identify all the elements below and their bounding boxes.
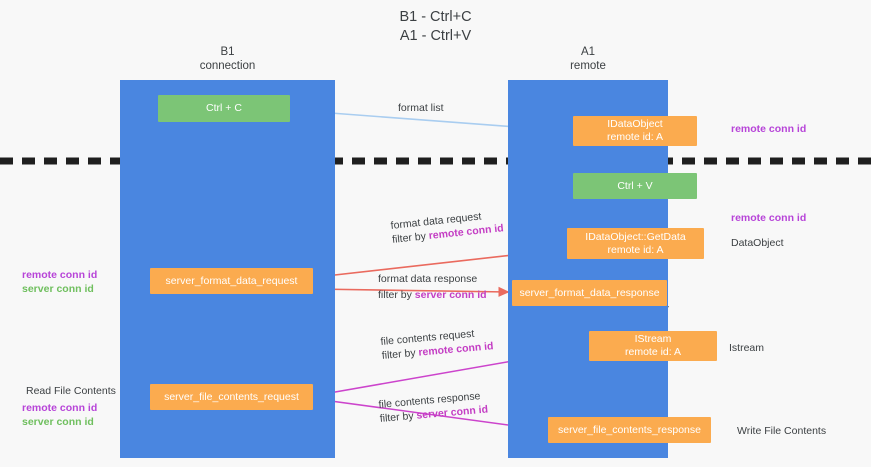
lane-header-b1-name: B1 xyxy=(220,46,235,58)
node-ctrl-c[interactable]: Ctrl + C xyxy=(158,95,290,122)
title-line-1: B1 - Ctrl+C xyxy=(399,9,472,25)
annotation-left-server-conn-id-low: server conn id xyxy=(22,416,94,428)
node-idataobject-line1: IDataObject xyxy=(607,118,663,130)
annotation-left-remote-conn-id-mid: remote conn id xyxy=(22,269,98,281)
node-istream-line2: remote id: A xyxy=(624,346,682,358)
annotation-left-conn-ids-mid: remote conn id server conn id xyxy=(22,268,97,296)
edge-label-format-list: format list xyxy=(398,101,444,115)
node-istream[interactable]: IStream remote id: A xyxy=(589,331,717,361)
annotation-istream: Istream xyxy=(729,342,765,354)
node-idataobject[interactable]: IDataObject remote id: A xyxy=(573,116,697,146)
page-title: B1 - Ctrl+C A1 - Ctrl+V xyxy=(0,8,871,46)
edge-label-fcreq-filter-prefix: filter by xyxy=(381,346,419,362)
node-sfcresp-label: server_file_contents_response xyxy=(557,423,701,436)
lane-header-a1: A1 remote xyxy=(508,45,668,73)
annotation-dataobject: DataObject xyxy=(731,237,784,249)
node-server-file-contents-request[interactable]: server_file_contents_request xyxy=(150,384,313,410)
edge-label-fdresp-filter-prefix: filter by xyxy=(378,289,415,301)
edge-label-format-data-response: format data response filter by server co… xyxy=(378,272,487,302)
lane-header-b1: B1 connection xyxy=(120,45,335,73)
node-ctrl-v-label: Ctrl + V xyxy=(617,179,653,192)
lane-header-a1-name: A1 xyxy=(580,46,596,58)
annotation-read-file-contents: Read File Contents xyxy=(26,385,116,397)
node-getdata-line2: remote id: A xyxy=(607,243,664,256)
annotation-left-remote-conn-id-low: remote conn id xyxy=(22,402,98,414)
node-sfdresp-label: server_format_data_response xyxy=(519,286,660,299)
annotation-left-server-conn-id-mid: server conn id xyxy=(22,283,94,295)
edge-label-fcresp-filter-prefix: filter by xyxy=(379,409,417,425)
edge-label-fdresp-filter: filter by server conn id xyxy=(378,288,487,302)
node-idataobject-getdata[interactable]: IDataObject::GetData remote id: A xyxy=(567,228,704,259)
lane-header-b1-role: connection xyxy=(199,60,256,72)
node-sfcreq-label: server_file_contents_request xyxy=(164,390,299,403)
lane-header-a1-role: remote xyxy=(570,60,606,72)
node-server-format-data-request[interactable]: server_format_data_request xyxy=(150,268,313,294)
node-getdata-line1: IDataObject::GetData xyxy=(585,230,686,243)
node-istream-line1: IStream xyxy=(634,333,672,345)
node-server-format-data-response[interactable]: server_format_data_response xyxy=(512,280,667,306)
node-ctrl-v[interactable]: Ctrl + V xyxy=(573,173,697,199)
edge-label-fdresp-filter-value: server conn id xyxy=(414,289,487,301)
title-line-2: A1 - Ctrl+V xyxy=(399,28,472,44)
node-idataobject-line2: remote id: A xyxy=(606,131,664,143)
node-ctrl-c-label: Ctrl + C xyxy=(206,102,242,114)
edge-label-format-list-text: format list xyxy=(398,102,444,114)
edge-label-fdreq-filter-prefix: filter by xyxy=(391,230,430,246)
edge-label-fdresp-text: format data response xyxy=(378,273,478,285)
annotation-remote-conn-id-mid: remote conn id xyxy=(731,212,807,224)
node-server-file-contents-response[interactable]: server_file_contents_response xyxy=(548,417,711,443)
annotation-write-file-contents: Write File Contents xyxy=(737,425,827,437)
annotation-left-conn-ids-low: remote conn id server conn id xyxy=(22,401,97,429)
node-sfdreq-label: server_format_data_request xyxy=(165,274,298,287)
annotation-remote-conn-id-top: remote conn id xyxy=(731,123,807,135)
arrow-format-data-response xyxy=(313,286,510,297)
arrow-file-contents-response xyxy=(315,398,547,434)
